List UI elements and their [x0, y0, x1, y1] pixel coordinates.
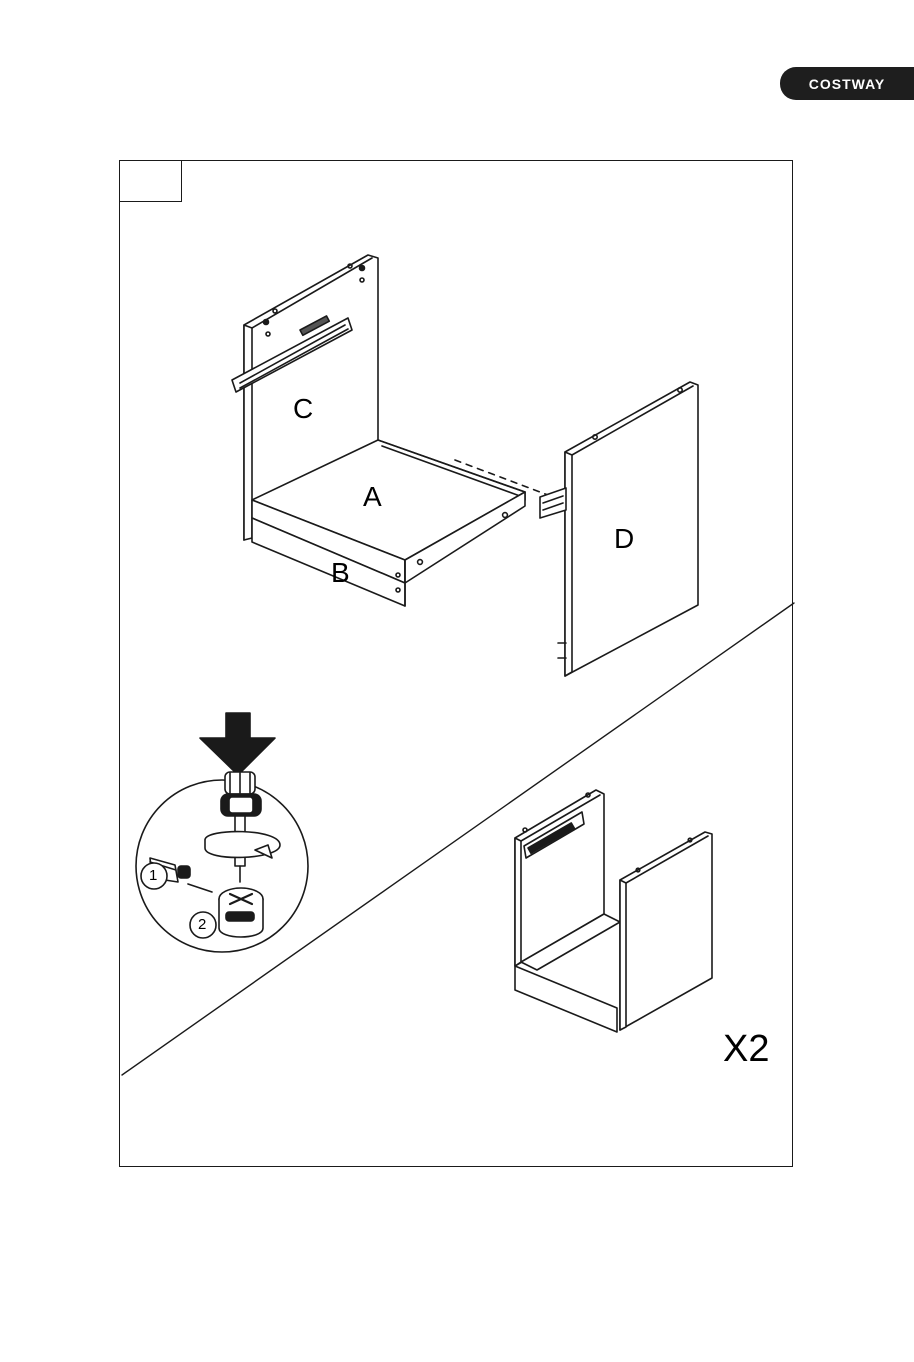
down-arrow-icon — [200, 713, 275, 775]
completed-cabinet — [515, 790, 712, 1032]
cam-lock-callout — [136, 713, 308, 952]
part-label-b: B — [331, 559, 350, 587]
part-label-c: C — [293, 395, 313, 423]
part-label-d: D — [614, 525, 634, 553]
callout-label-1: 1 — [149, 868, 157, 883]
part-label-a: A — [363, 483, 382, 511]
callout-label-2: 2 — [198, 917, 206, 932]
quantity-label: X2 — [723, 1030, 769, 1068]
cam-lock-icon — [219, 888, 263, 937]
drawer-slide-d — [540, 488, 566, 518]
